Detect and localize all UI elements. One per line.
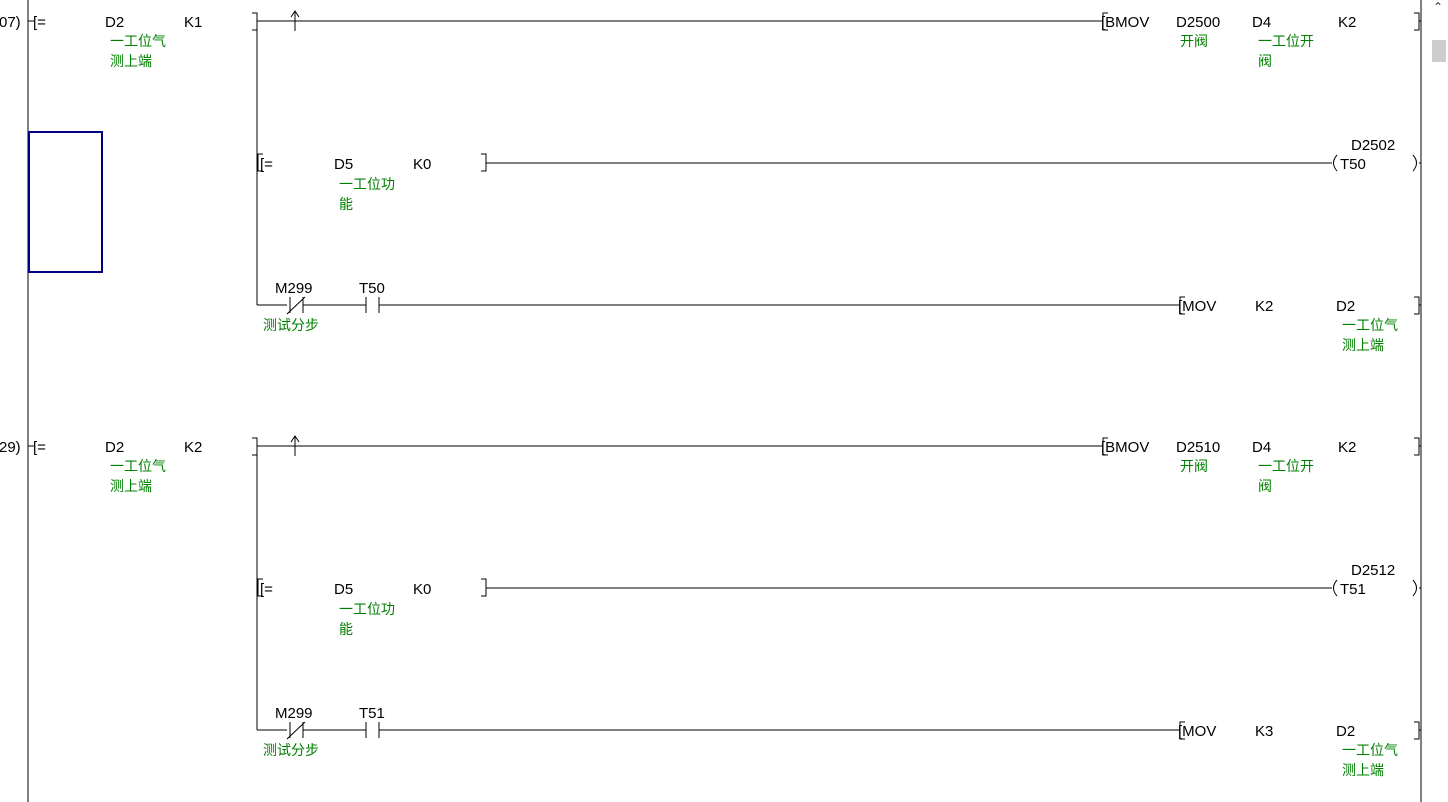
operand-s2: K0 — [413, 581, 431, 598]
step-number: 29) — [0, 439, 21, 456]
device-comment: 一工位气 — [1342, 318, 1398, 334]
device-comment: 一工位功 — [339, 602, 395, 618]
nc-contact-icon — [286, 721, 306, 740]
vertical-scrollbar[interactable]: ⌃ — [1428, 0, 1448, 802]
device-comment: 开阀 — [1180, 459, 1208, 475]
nc-contact-icon — [286, 296, 306, 315]
compare-op: [= — [33, 14, 46, 31]
bracket-close — [252, 437, 258, 456]
rung-2[interactable]: 29) [= D2 一工位气 测上端 K2 [BMOV D2510 开阀 D4 … — [0, 435, 1421, 779]
compare-op: [= — [260, 156, 273, 173]
coil-right — [1412, 579, 1417, 597]
operand-s1: D5 — [334, 156, 353, 173]
operand-s2: K2 — [184, 439, 202, 456]
bracket-close — [1414, 437, 1420, 456]
chevron-up-icon[interactable]: ⌃ — [1432, 0, 1444, 14]
device-comment: 一工位气 — [1342, 743, 1398, 759]
contact-label: T50 — [359, 280, 385, 297]
bracket-open — [257, 578, 263, 597]
rising-edge-icon — [290, 10, 300, 31]
operand-source: K3 — [1255, 723, 1273, 740]
instruction-mov: [MOV — [1178, 723, 1216, 740]
timer-preset: D2502 — [1351, 137, 1395, 154]
compare-op: [= — [33, 439, 46, 456]
compare-op: [= — [260, 581, 273, 598]
operand-count: K2 — [1338, 439, 1356, 456]
bracket-open — [257, 153, 263, 172]
operand-dest: D2 — [1336, 298, 1355, 315]
instruction-bmov: [BMOV — [1101, 14, 1149, 31]
bracket-open — [1179, 296, 1185, 315]
device-comment: 测试分步 — [263, 743, 319, 759]
operand-s2: K1 — [184, 14, 202, 31]
device-comment: 一工位功 — [339, 177, 395, 193]
coil-right — [1412, 154, 1417, 172]
operand-s1: D5 — [334, 581, 353, 598]
bracket-close — [252, 12, 258, 31]
rung-1[interactable]: 07) [= D2 一工位气 测上端 K1 [BMOV D2500 开阀 D4 … — [0, 10, 1421, 354]
device-comment: 测上端 — [110, 479, 152, 495]
operand-dest: D4 — [1252, 14, 1271, 31]
bracket-close — [481, 153, 487, 172]
operand-source: D2500 — [1176, 14, 1220, 31]
contact-label: M299 — [275, 280, 313, 297]
contact-label: M299 — [275, 705, 313, 722]
device-comment: 测试分步 — [263, 318, 319, 334]
bracket-close — [1414, 12, 1420, 31]
operand-dest: D4 — [1252, 439, 1271, 456]
bracket-open — [1102, 12, 1108, 31]
bracket-close — [481, 578, 487, 597]
device-comment: 开阀 — [1180, 34, 1208, 50]
no-contact-icon — [365, 297, 380, 313]
device-comment: 测上端 — [1342, 763, 1384, 779]
device-comment: 能 — [339, 622, 353, 638]
timer-preset: D2512 — [1351, 562, 1395, 579]
operand-source: D2510 — [1176, 439, 1220, 456]
device-comment: 测上端 — [110, 54, 152, 70]
bracket-open — [1179, 721, 1185, 740]
bracket-open — [1102, 437, 1108, 456]
bracket-close — [1414, 296, 1420, 315]
contact-label: T51 — [359, 705, 385, 722]
operand-s1: D2 — [105, 14, 124, 31]
device-comment: 阀 — [1258, 479, 1272, 495]
coil-left — [1333, 579, 1338, 597]
operand-s2: K0 — [413, 156, 431, 173]
timer-coil: T51 — [1340, 581, 1366, 598]
coil-left — [1333, 154, 1338, 172]
device-comment: 一工位开 — [1258, 459, 1314, 475]
operand-dest: D2 — [1336, 723, 1355, 740]
device-comment: 一工位气 — [110, 34, 166, 50]
scroll-thumb[interactable] — [1432, 40, 1446, 62]
instruction-mov: [MOV — [1178, 298, 1216, 315]
device-comment: 一工位气 — [110, 459, 166, 475]
device-comment: 阀 — [1258, 54, 1272, 70]
bracket-close — [1414, 721, 1420, 740]
no-contact-icon — [365, 722, 380, 738]
operand-source: K2 — [1255, 298, 1273, 315]
timer-coil: T50 — [1340, 156, 1366, 173]
operand-s1: D2 — [105, 439, 124, 456]
operand-count: K2 — [1338, 14, 1356, 31]
device-comment: 能 — [339, 197, 353, 213]
step-number: 07) — [0, 14, 21, 31]
rising-edge-icon — [290, 435, 300, 456]
cursor-box[interactable] — [28, 131, 103, 273]
instruction-bmov: [BMOV — [1101, 439, 1149, 456]
device-comment: 测上端 — [1342, 338, 1384, 354]
device-comment: 一工位开 — [1258, 34, 1314, 50]
